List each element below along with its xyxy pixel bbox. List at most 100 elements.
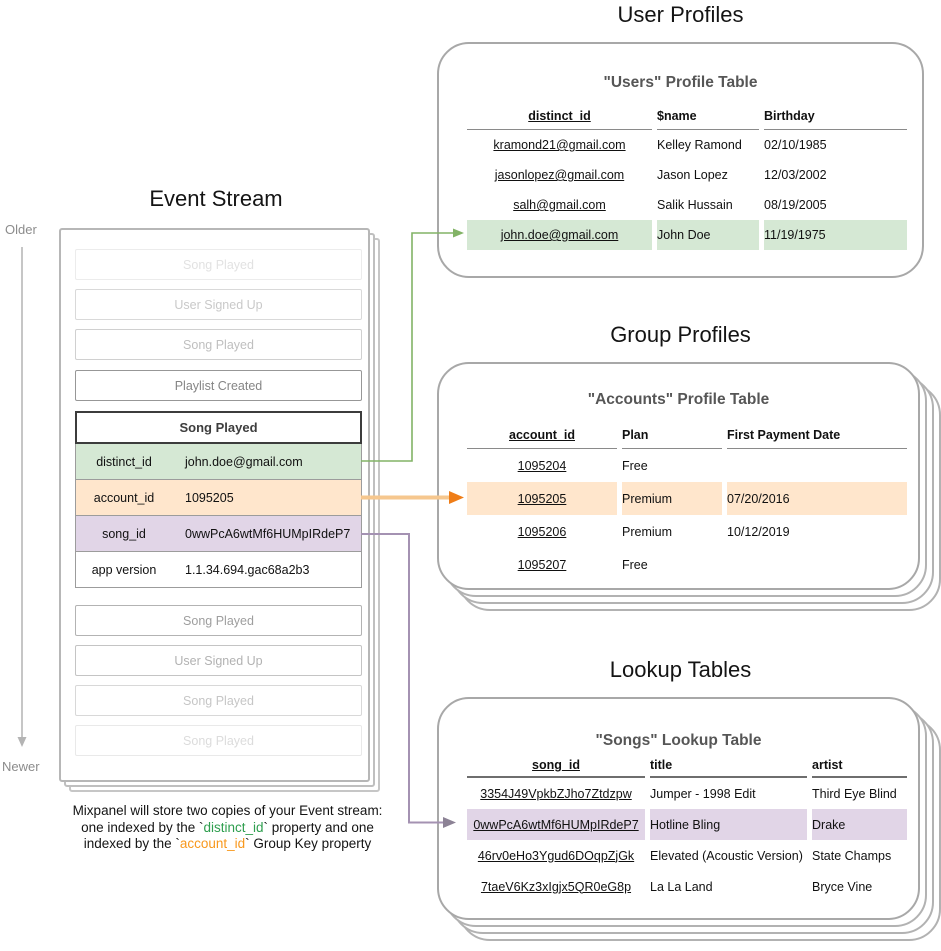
footnote-line: Mixpanel will store two copies of your E… bbox=[72, 803, 383, 818]
table-row: 3354J49VpkbZJho7Ztdzpw Jumper - 1998 Edi… bbox=[467, 778, 907, 809]
distinct-id-code: distinct_id bbox=[203, 819, 264, 835]
event-box: Song Played bbox=[75, 685, 362, 716]
cell-distinct-id: salh@gmail.com bbox=[513, 198, 606, 212]
cell-song-id: 46rv0eHo3Ygud6DOqpZjGk bbox=[477, 848, 635, 863]
table-row: 7taeV6Kz3xIgjx5QR0eG8p La La Land Bryce … bbox=[467, 871, 907, 902]
cell-song-id: 3354J49VpkbZJho7Ztdzpw bbox=[480, 786, 632, 801]
cell-birthday: 11/19/1975 bbox=[764, 220, 907, 250]
users-table-title: "Users" Profile Table bbox=[603, 74, 758, 91]
event-box: Song Played bbox=[75, 249, 362, 280]
column-header-plan: Plan bbox=[622, 424, 722, 449]
user-profiles-title: User Profiles bbox=[617, 2, 744, 27]
table-row: 1095207 Free bbox=[467, 548, 907, 581]
older-label: Older bbox=[5, 222, 37, 237]
users-profile-panel: "Users" Profile Table distinct_id $name … bbox=[437, 42, 924, 278]
table-row-highlighted: john.doe@gmail.com John Doe 11/19/1975 bbox=[467, 220, 907, 250]
cell-first-payment-date bbox=[727, 548, 907, 581]
cell-plan: Premium bbox=[622, 482, 722, 515]
cell-title: Hotline Bling bbox=[650, 809, 807, 840]
cell-artist: Drake bbox=[812, 809, 907, 840]
cell-birthday: 12/03/2002 bbox=[764, 168, 827, 182]
property-value: john.doe@gmail.com bbox=[185, 454, 303, 469]
accounts-table-header: account_id Plan First Payment Date bbox=[467, 424, 907, 449]
cell-title: Elevated (Acoustic Version) bbox=[650, 848, 803, 863]
event-box: Song Played bbox=[75, 725, 362, 756]
event-box: Song Played bbox=[75, 329, 362, 360]
table-row-highlighted: 0wwPcA6wtMf6HUMpIRdeP7 Hotline Bling Dra… bbox=[467, 809, 907, 840]
table-row: jasonlopez@gmail.com Jason Lopez 12/03/2… bbox=[467, 160, 907, 190]
cell-artist: Bryce Vine bbox=[812, 879, 873, 894]
timeline-arrow bbox=[17, 247, 27, 747]
account-id-code: account_id bbox=[179, 836, 246, 851]
table-row: 1095204 Free bbox=[467, 449, 907, 482]
property-key: account_id bbox=[93, 490, 155, 505]
cell-name: Jason Lopez bbox=[657, 168, 728, 182]
property-key: app version bbox=[91, 562, 157, 577]
cell-birthday: 02/10/1985 bbox=[764, 138, 827, 152]
column-header-song-id: song_id bbox=[467, 756, 645, 778]
column-header-account-id: account_id bbox=[467, 424, 617, 449]
table-row: 46rv0eHo3Ygud6DOqpZjGk Elevated (Acousti… bbox=[467, 840, 907, 871]
detail-row-app-version: app version 1.1.34.694.gac68a2b3 bbox=[75, 551, 362, 588]
cell-account-id: 1095204 bbox=[517, 458, 567, 473]
cell-plan: Free bbox=[622, 458, 648, 473]
cell-name: Kelley Ramond bbox=[657, 138, 742, 152]
property-value: 0wwPcA6wtMf6HUMpIRdeP7 bbox=[185, 526, 351, 541]
cell-distinct-id: kramond21@gmail.com bbox=[493, 138, 626, 152]
accounts-profile-panel: "Accounts" Profile Table account_id Plan… bbox=[437, 362, 920, 590]
cell-artist: State Champs bbox=[812, 848, 892, 863]
cell-account-id: 1095205 bbox=[467, 482, 617, 515]
cell-name: John Doe bbox=[657, 220, 759, 250]
cell-plan: Premium bbox=[622, 524, 673, 539]
cell-first-payment-date: 07/20/2016 bbox=[727, 482, 907, 515]
cell-distinct-id: jasonlopez@gmail.com bbox=[494, 168, 625, 182]
group-profiles-title: Group Profiles bbox=[610, 322, 751, 347]
table-row: salh@gmail.com Salik Hussain 08/19/2005 bbox=[467, 190, 907, 220]
property-key: song_id bbox=[102, 526, 146, 541]
lookup-tables-title: Lookup Tables bbox=[609, 657, 752, 682]
property-value: 1.1.34.694.gac68a2b3 bbox=[185, 562, 310, 577]
cell-title: La La Land bbox=[650, 879, 713, 894]
cell-distinct-id: john.doe@gmail.com bbox=[467, 220, 652, 250]
users-table-header: distinct_id $name Birthday bbox=[467, 106, 907, 130]
event-box: User Signed Up bbox=[75, 289, 362, 320]
accounts-table-title: "Accounts" Profile Table bbox=[587, 391, 770, 408]
footnote-line: indexed by the `account_id` Group Key pr… bbox=[83, 836, 372, 851]
event-detail-card: Song Played distinct_id john.doe@gmail.c… bbox=[75, 411, 362, 588]
cell-name: Salik Hussain bbox=[657, 198, 733, 212]
event-box: Song Played bbox=[75, 605, 362, 636]
detail-row-distinct-id: distinct_id john.doe@gmail.com bbox=[75, 443, 362, 480]
column-header-title: title bbox=[650, 756, 807, 778]
cell-artist: Third Eye Blind bbox=[812, 786, 897, 801]
songs-table-header: song_id title artist bbox=[467, 756, 907, 778]
cell-birthday: 08/19/2005 bbox=[764, 198, 827, 212]
column-header-name: $name bbox=[657, 106, 759, 130]
property-value: 1095205 bbox=[185, 490, 234, 505]
cell-plan: Free bbox=[622, 557, 648, 572]
songs-lookup-panel: "Songs" Lookup Table song_id title artis… bbox=[437, 697, 920, 920]
cell-song-id: 7taeV6Kz3xIgjx5QR0eG8p bbox=[480, 879, 632, 894]
cell-first-payment-date: 10/12/2019 bbox=[727, 524, 790, 539]
column-header-distinct-id: distinct_id bbox=[467, 106, 652, 130]
property-key: distinct_id bbox=[96, 454, 152, 469]
table-row: kramond21@gmail.com Kelley Ramond 02/10/… bbox=[467, 130, 907, 160]
detail-row-account-id: account_id 1095205 bbox=[75, 479, 362, 516]
event-box: User Signed Up bbox=[75, 645, 362, 676]
event-box: Playlist Created bbox=[75, 370, 362, 401]
cell-song-id: 0wwPcA6wtMf6HUMpIRdeP7 bbox=[467, 809, 645, 840]
newer-label: Newer bbox=[2, 759, 40, 774]
accounts-table: account_id Plan First Payment Date 10952… bbox=[467, 424, 907, 581]
event-stream-title: Event Stream bbox=[149, 186, 283, 211]
cell-first-payment-date bbox=[727, 449, 907, 482]
event-detail-title: Song Played bbox=[75, 411, 362, 444]
column-header-first-payment-date: First Payment Date bbox=[727, 424, 907, 449]
cell-account-id: 1095207 bbox=[517, 557, 567, 572]
footnote: Mixpanel will store two copies of your E… bbox=[30, 803, 425, 853]
detail-row-song-id: song_id 0wwPcA6wtMf6HUMpIRdeP7 bbox=[75, 515, 362, 552]
songs-table-title: "Songs" Lookup Table bbox=[595, 732, 762, 749]
users-table: distinct_id $name Birthday kramond21@gma… bbox=[467, 106, 907, 250]
table-row-highlighted: 1095205 Premium 07/20/2016 bbox=[467, 482, 907, 515]
cell-title: Jumper - 1998 Edit bbox=[650, 786, 756, 801]
table-row: 1095206 Premium 10/12/2019 bbox=[467, 515, 907, 548]
songs-table: song_id title artist 3354J49VpkbZJho7Ztd… bbox=[467, 756, 907, 902]
